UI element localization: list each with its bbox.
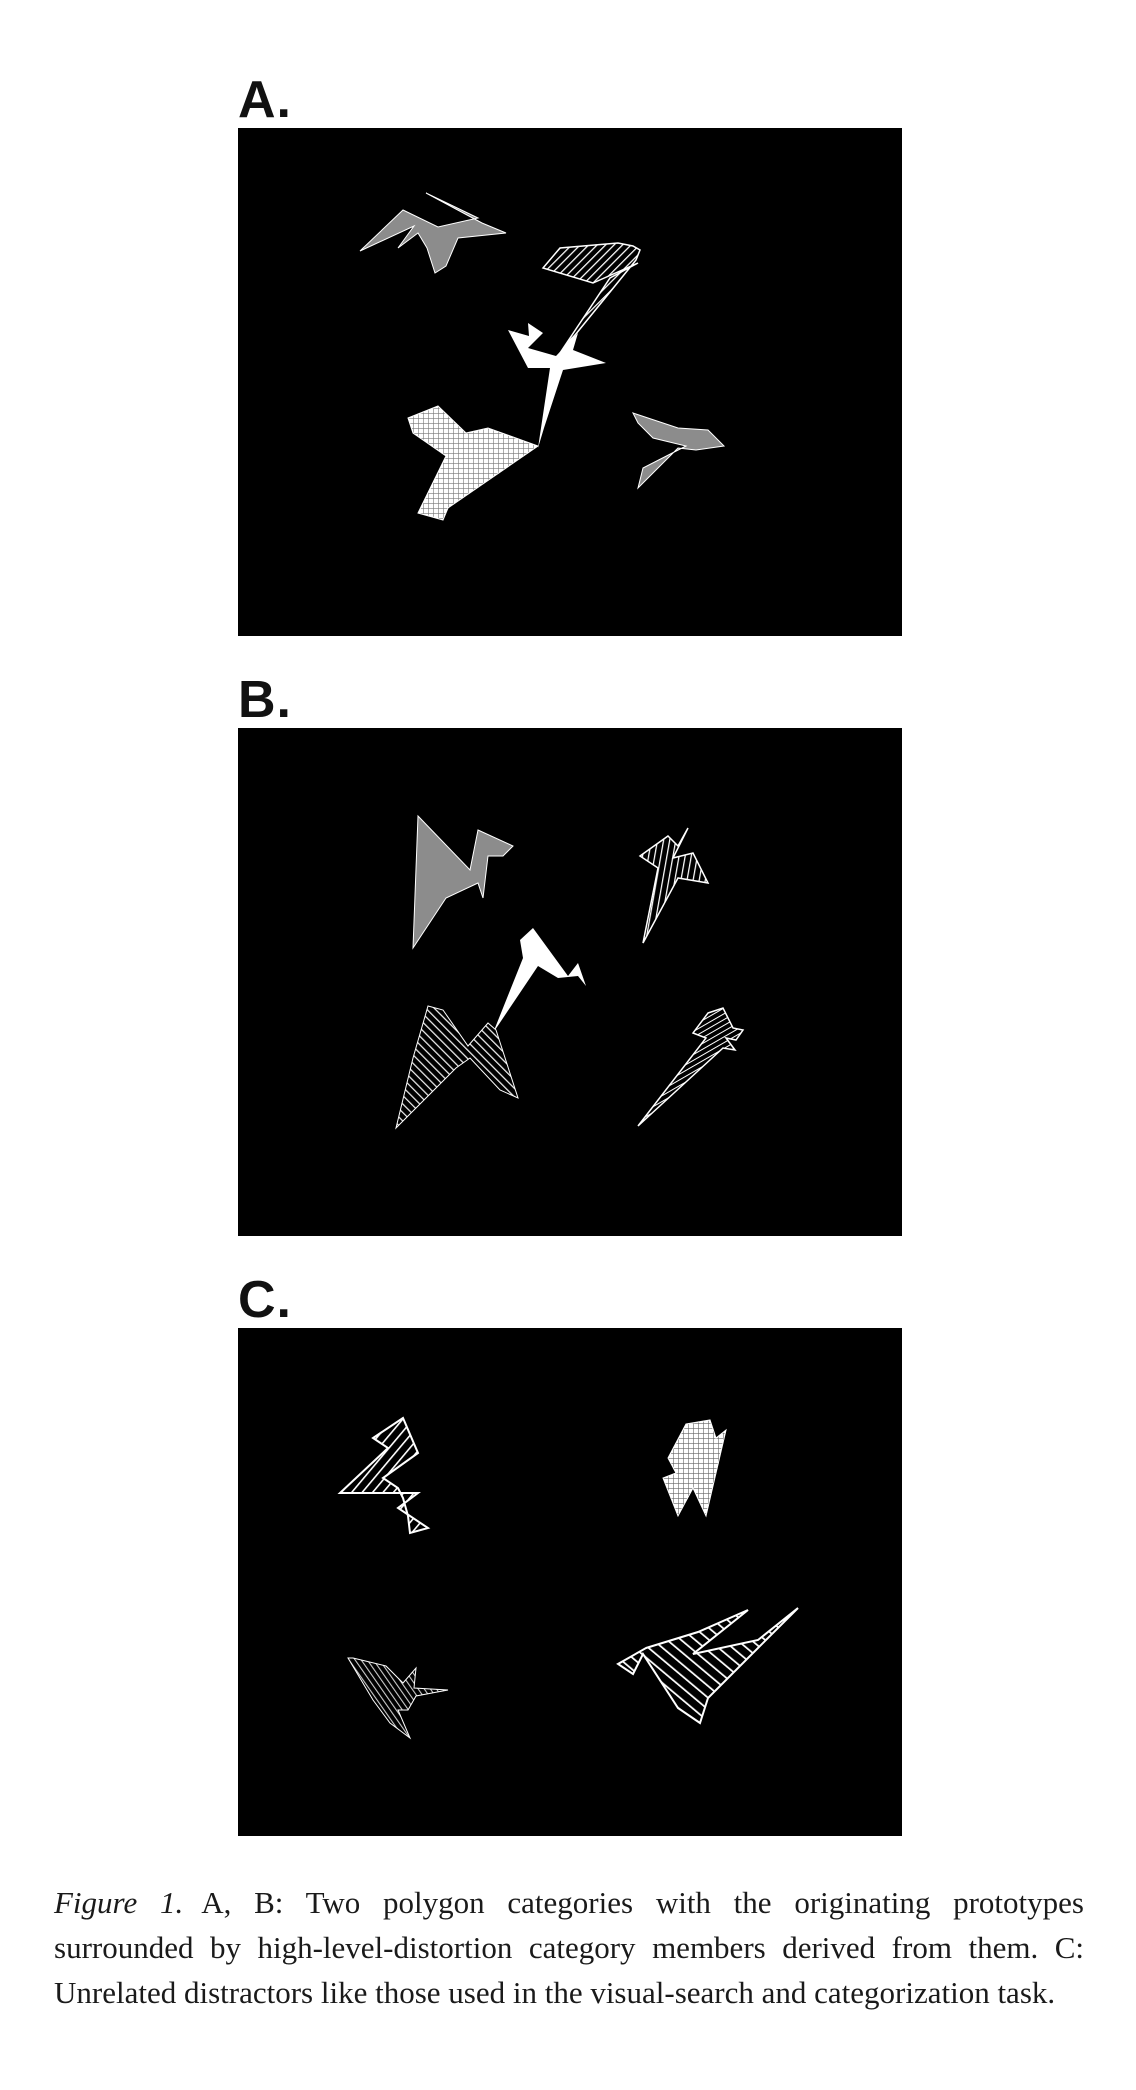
figure-caption: Figure 1.A, B: Two polygon categories wi… (54, 1880, 1084, 2015)
polygon-a-bottom-right (632, 412, 726, 490)
panel-c-shapes (337, 1416, 799, 1740)
polygon-b-bottom-left (395, 1005, 519, 1130)
panel-a-shapes (359, 192, 726, 521)
panel-b-shapes (395, 814, 745, 1130)
panel-a (238, 128, 902, 636)
caption-text: A, B: Two polygon categories with the or… (54, 1885, 1084, 2010)
panel-a-label: A. (238, 71, 292, 129)
polygon-c-bottom-left (347, 1657, 449, 1740)
panel-b-label: B. (238, 671, 292, 729)
panel-c (238, 1328, 902, 1836)
panel-c-label: C. (238, 1271, 292, 1329)
polygon-b-top-right (638, 827, 710, 944)
polygon-c-top-right (662, 1419, 727, 1518)
polygon-a-bottom-left (407, 405, 540, 521)
polygon-b-top-left (412, 814, 514, 950)
polygon-b-center-prototype (493, 928, 586, 1033)
figure-label: Figure 1. (54, 1885, 184, 1920)
polygon-b-bottom-right (637, 1007, 745, 1127)
polygon-c-top-left (337, 1416, 431, 1535)
polygon-a-center-prototype (508, 323, 606, 448)
panel-b (238, 728, 902, 1236)
polygon-a-top-left (359, 192, 507, 274)
polygon-a-top-right (541, 242, 641, 357)
polygon-c-bottom-right (616, 1607, 799, 1725)
